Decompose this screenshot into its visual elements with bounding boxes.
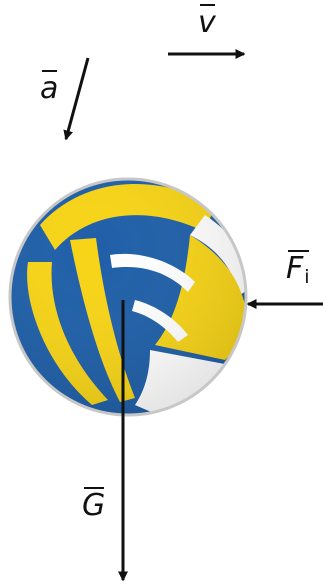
drag-force-symbol: F xyxy=(286,251,303,286)
velocity-symbol: v xyxy=(198,5,216,40)
drag-force-bar xyxy=(288,250,309,252)
gravity-symbol: G xyxy=(82,488,105,523)
velocity-bar xyxy=(200,4,215,6)
acceleration-label: a xyxy=(40,74,58,104)
drag-force-label: Fi xyxy=(286,254,310,287)
volleyball xyxy=(10,179,255,418)
gravity-label: G xyxy=(82,491,105,521)
velocity-label: v xyxy=(198,8,216,38)
acceleration-symbol: a xyxy=(40,71,58,106)
gravity-bar xyxy=(84,487,104,489)
acceleration-bar xyxy=(42,70,57,72)
acceleration-arrow xyxy=(66,58,88,139)
drag-force-subscript: i xyxy=(304,266,309,288)
